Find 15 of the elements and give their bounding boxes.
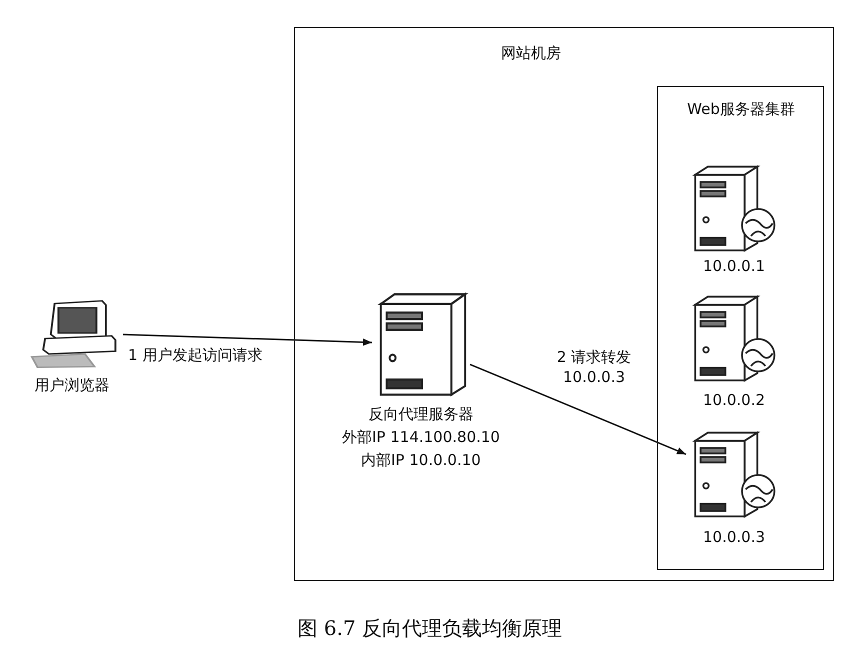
node-label: 内部IP 10.0.0.10 <box>361 450 481 470</box>
node-label: 外部IP 114.100.80.10 <box>342 427 500 447</box>
arrow <box>122 334 372 346</box>
group-title: 网站机房 <box>501 43 561 63</box>
caption: 图 6.7 反向代理负载均衡原理 <box>298 615 562 641</box>
node-label: 10.0.0.1 <box>703 256 766 276</box>
edge-label: 1 用户发起访问请求 <box>128 345 262 365</box>
group-title: Web服务器集群 <box>686 99 796 119</box>
cluster-box <box>657 86 824 570</box>
node-label: 反向代理服务器 <box>368 404 474 424</box>
room-box <box>294 27 834 581</box>
node-label: 用户浏览器 <box>34 375 110 395</box>
node-label: 10.0.0.2 <box>703 390 766 410</box>
node-label: 10.0.0.3 <box>703 527 766 547</box>
arrow <box>470 364 686 455</box>
